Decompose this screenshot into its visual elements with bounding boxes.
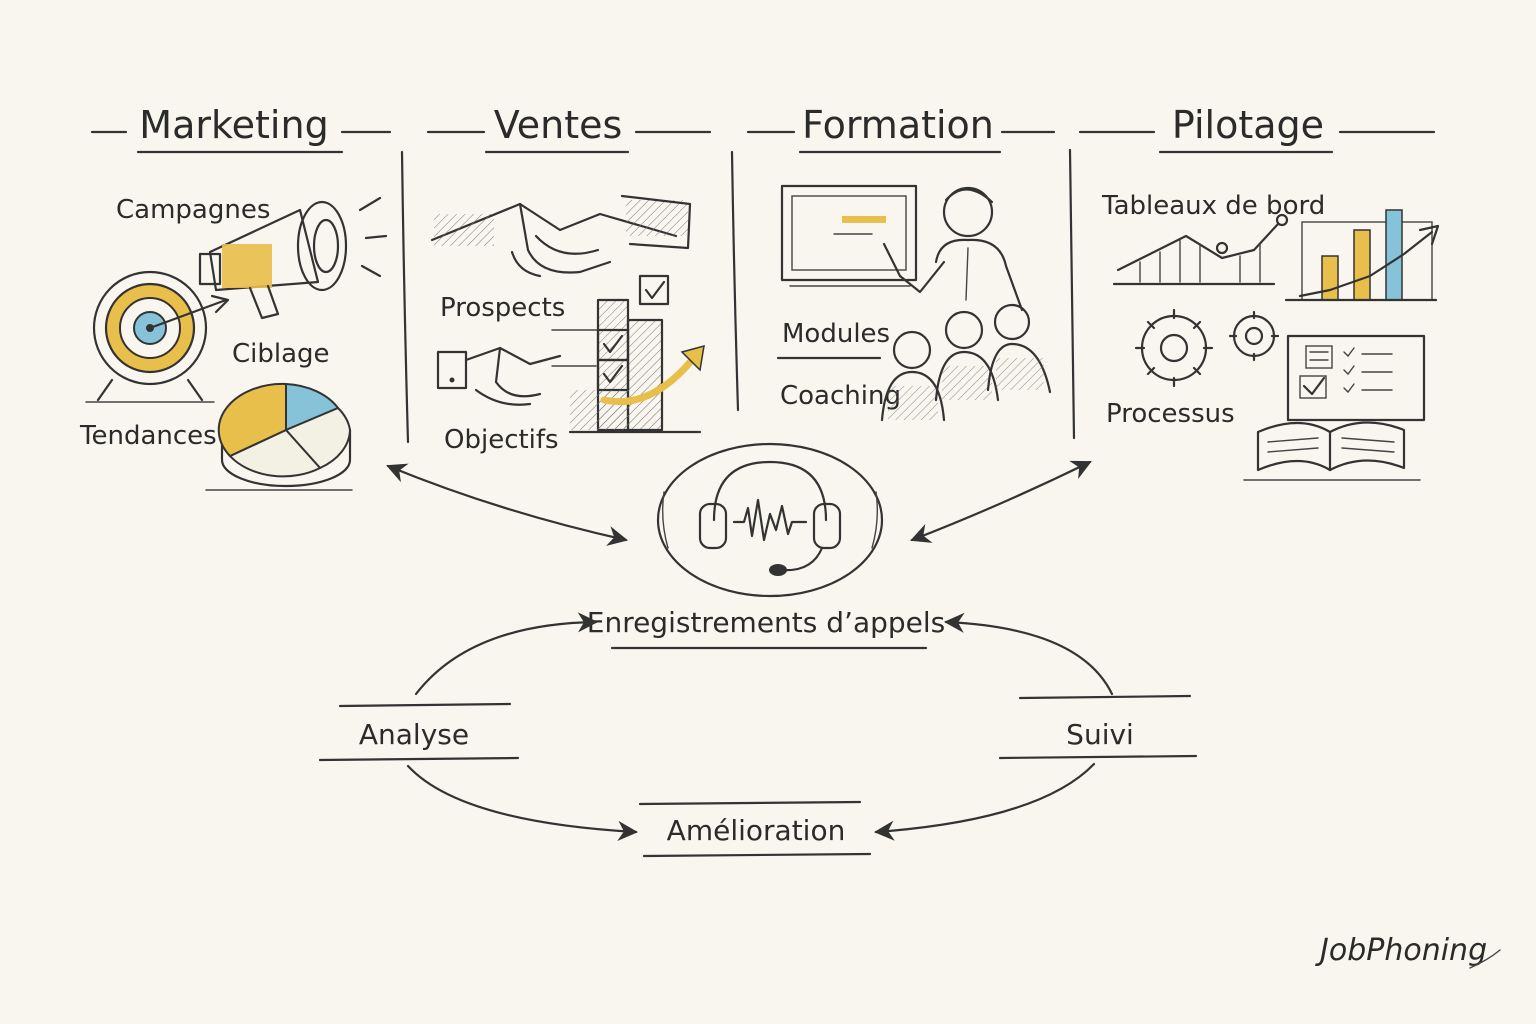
cycle-label-analyse: Analyse (359, 718, 469, 751)
label-prospects: Prospects (440, 293, 565, 323)
label-tendances: Tendances (79, 421, 217, 451)
label-ciblage: Ciblage (232, 339, 330, 369)
target-icon (85, 270, 230, 403)
brand-logo: JobPhoning (1315, 933, 1487, 968)
line-chart-icon (1112, 213, 1289, 286)
audience-icon (880, 303, 1052, 422)
column-title-formation: Formation (802, 103, 994, 147)
megaphone-icon (198, 196, 388, 320)
header-formation: Formation (746, 103, 1056, 154)
cycle-label-amelioration: Amélioration (667, 814, 846, 847)
cycle-node-amelioration: Amélioration (638, 800, 872, 858)
column-title-ventes: Ventes (494, 103, 623, 147)
connector-arrows (386, 460, 1092, 546)
cycle-node-suivi: Suivi (998, 694, 1198, 760)
center-label: Enregistrements d’appels (587, 606, 946, 639)
bar-chart-icon (1284, 209, 1440, 302)
presenter-icon (882, 186, 1024, 312)
label-objectifs: Objectifs (444, 425, 559, 455)
header-marketing: Marketing (90, 103, 392, 154)
column-title-marketing: Marketing (139, 103, 328, 147)
header-ventes: Ventes (426, 103, 712, 154)
cycle-arrows (406, 612, 1114, 842)
label-tableaux-de-bord: Tableaux de bord (1101, 191, 1325, 221)
label-modules: Modules (782, 319, 890, 349)
headset-icon (656, 442, 884, 598)
goal-chart-icon (551, 274, 705, 434)
label-coaching: Coaching (780, 381, 901, 411)
gears-icon (1134, 308, 1280, 388)
checklist-book-icon (1243, 334, 1426, 481)
column-dividers (400, 148, 1076, 444)
column-title-pilotage: Pilotage (1172, 103, 1324, 147)
header-pilotage: Pilotage (1078, 103, 1436, 154)
whiteboard-icon (780, 184, 918, 287)
label-processus: Processus (1106, 399, 1235, 429)
handshake-small-icon (436, 346, 562, 406)
handshake-icon (430, 194, 692, 278)
cycle-label-suivi: Suivi (1066, 718, 1134, 751)
pie-chart-icon (205, 382, 353, 491)
cycle-node-analyse: Analyse (318, 702, 520, 762)
label-campagnes: Campagnes (116, 195, 270, 225)
